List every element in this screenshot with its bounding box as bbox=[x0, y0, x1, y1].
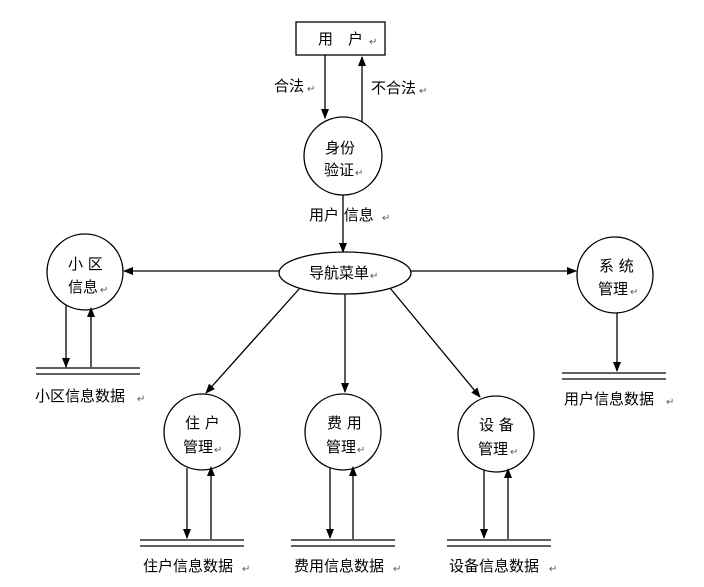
community-info-circle bbox=[46, 233, 124, 311]
resident-mgmt-line2: 管理 bbox=[183, 438, 213, 456]
device-mgmt-circle bbox=[457, 395, 535, 473]
paragraph-mark: ↵ bbox=[355, 168, 363, 179]
fee-mgmt-line1: 费 用 bbox=[327, 414, 362, 432]
resident-mgmt-circle bbox=[163, 393, 241, 471]
paragraph-mark: ↵ bbox=[137, 394, 145, 405]
paragraph-mark: ↵ bbox=[630, 287, 638, 298]
paragraph-mark: ↵ bbox=[666, 397, 674, 408]
valid-flow-label: 合法 bbox=[274, 77, 304, 95]
device-store-label: 设备信息数据 bbox=[449, 557, 539, 575]
system-mgmt-circle bbox=[576, 236, 654, 314]
paragraph-mark: ↵ bbox=[214, 445, 222, 456]
nav-to-resident-arrow bbox=[205, 287, 301, 394]
paragraph-mark: ↵ bbox=[242, 564, 250, 575]
nav-menu-label: 导航菜单 bbox=[309, 264, 369, 282]
auth-process-line1: 身份 bbox=[325, 139, 355, 157]
device-mgmt-line1: 设 备 bbox=[479, 416, 514, 434]
paragraph-mark: ↵ bbox=[370, 271, 378, 282]
fee-mgmt-circle bbox=[304, 393, 382, 471]
resident-store-label: 住户信息数据 bbox=[143, 557, 233, 575]
user-store-label: 用户信息数据 bbox=[564, 390, 654, 408]
resident-mgmt-line1: 住 户 bbox=[185, 414, 220, 432]
nav-to-device-arrow bbox=[389, 287, 481, 398]
paragraph-mark: ↵ bbox=[510, 447, 518, 458]
user-entity-label: 用 户 bbox=[318, 30, 363, 48]
user-info-flow-label: 用户 信息 bbox=[309, 206, 374, 224]
fee-mgmt-line2: 管理 bbox=[326, 438, 356, 456]
device-mgmt-line2: 管理 bbox=[478, 440, 508, 458]
user-entity-box bbox=[295, 21, 386, 56]
paragraph-mark: ↵ bbox=[549, 564, 557, 575]
community-store-label: 小区信息数据 bbox=[35, 387, 125, 405]
paragraph-mark: ↵ bbox=[369, 37, 377, 48]
paragraph-mark: ↵ bbox=[382, 213, 390, 224]
paragraph-mark: ↵ bbox=[419, 86, 427, 97]
system-mgmt-line2: 管理 bbox=[598, 280, 628, 298]
paragraph-mark: ↵ bbox=[393, 564, 401, 575]
paragraph-mark: ↵ bbox=[100, 285, 108, 296]
system-mgmt-line1: 系 统 bbox=[599, 257, 634, 275]
community-info-line1: 小 区 bbox=[68, 255, 103, 273]
invalid-flow-label: 不合法 bbox=[371, 79, 416, 97]
paragraph-mark: ↵ bbox=[307, 84, 315, 95]
community-info-line2: 信息 bbox=[68, 278, 98, 296]
fee-store-label: 费用信息数据 bbox=[294, 557, 384, 575]
auth-process-line2: 验证 bbox=[324, 161, 354, 179]
paragraph-mark: ↵ bbox=[357, 445, 365, 456]
